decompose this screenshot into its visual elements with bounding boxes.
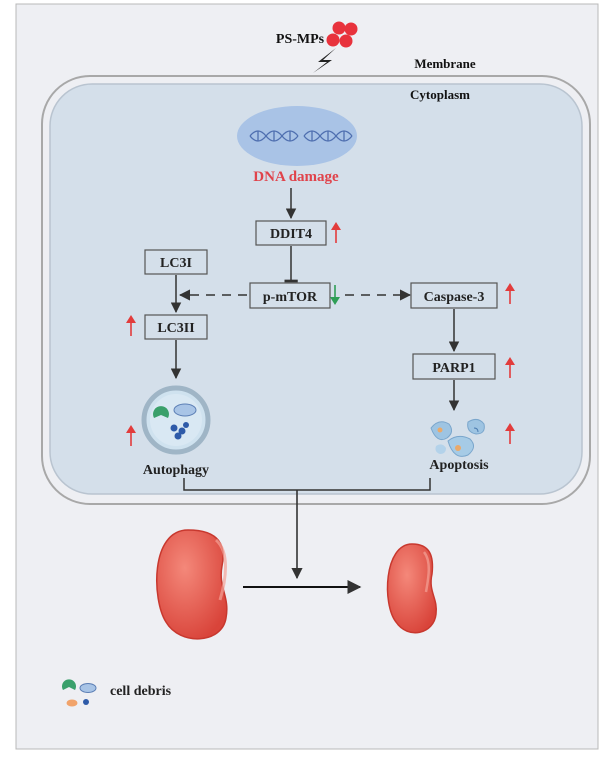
- outcome-bracket: [183, 478, 431, 491]
- p-mtor-label: p-mTOR: [263, 290, 318, 305]
- lc3ii-up-arrow-icon: [126, 315, 136, 336]
- small-kidney-icon: [386, 543, 437, 634]
- lightning-icon: [313, 48, 336, 73]
- lc3ii-label: LC3II: [157, 321, 194, 336]
- ddit4-up-arrow-icon: [331, 222, 341, 243]
- ddit4-box: [255, 220, 327, 246]
- lc3ii-box: [144, 314, 208, 340]
- caspase3-label: Caspase-3: [424, 290, 485, 305]
- dna-damage-label: DNA damage: [253, 169, 339, 185]
- autophagy-up-arrow-icon: [126, 425, 136, 446]
- parp1-box: [412, 353, 496, 380]
- lc3i-box: [144, 249, 208, 275]
- apoptotic-bodies-icon: [430, 418, 485, 457]
- microplastic-particles-icon: [326, 21, 358, 48]
- nucleus: [237, 106, 357, 166]
- large-kidney-icon: [156, 529, 228, 640]
- lc3i-label: LC3I: [160, 256, 192, 271]
- parp1-up-arrow-icon: [505, 357, 515, 378]
- caspase3-box: [410, 282, 498, 309]
- p-mtor-down-arrow-icon: [330, 285, 340, 305]
- cell-membrane: [41, 75, 591, 505]
- cell-debris-label: cell debris: [110, 684, 172, 699]
- caspase3-up-arrow-icon: [505, 283, 515, 304]
- dna-icon: [249, 130, 353, 142]
- cell-debris-icon: [62, 679, 97, 707]
- autophagy-label: Autophagy: [143, 463, 209, 478]
- apoptosis-label: Apoptosis: [429, 458, 489, 473]
- ddit4-label: DDIT4: [270, 227, 312, 242]
- parp1-label: PARP1: [432, 361, 475, 376]
- membrane-label: Membrane: [414, 56, 476, 71]
- ps-mps-label: PS-MPs: [276, 32, 325, 47]
- cytoplasm-label: Cytoplasm: [410, 87, 470, 102]
- apoptosis-up-arrow-icon: [505, 423, 515, 444]
- autophagosome-icon: [141, 385, 211, 455]
- p-mtor-box: [249, 282, 331, 309]
